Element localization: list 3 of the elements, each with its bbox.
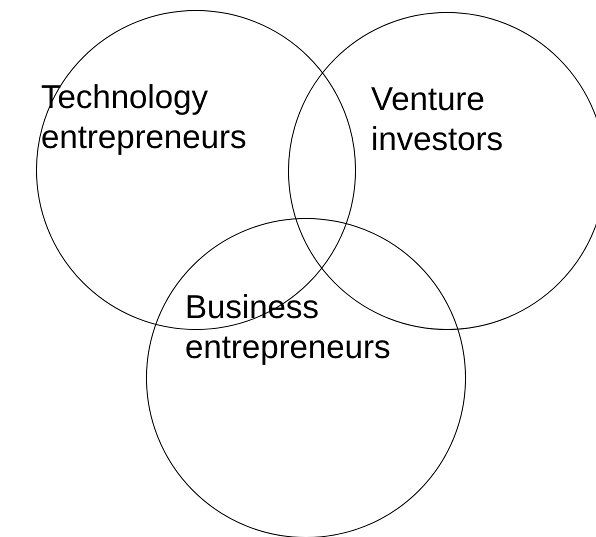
venn-circle (146, 218, 466, 537)
circle-label: Venture investors (371, 79, 504, 158)
venn-circle (36, 10, 356, 330)
